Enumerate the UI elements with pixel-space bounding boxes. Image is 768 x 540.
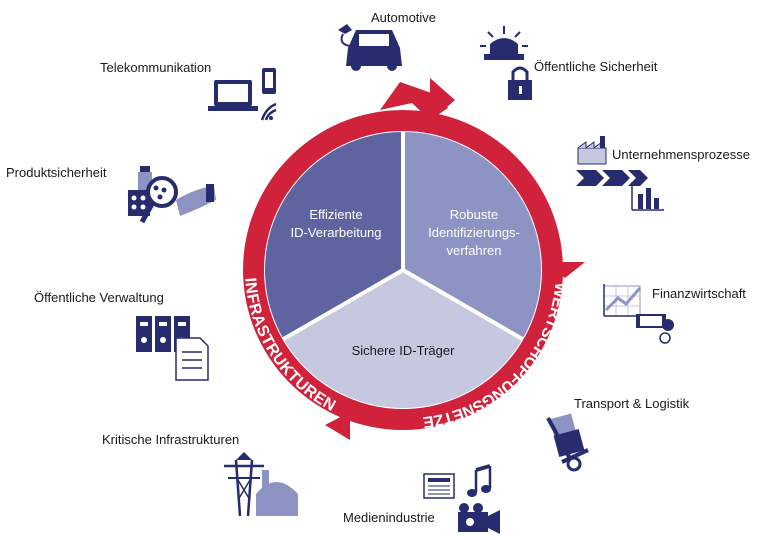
sector-right-line3: verfahren — [447, 243, 502, 258]
sector-divider-left — [282, 268, 405, 341]
media-icon — [423, 464, 500, 534]
sector-robuste-identifizierungsverfahren — [403, 132, 541, 339]
label-finanzwirtschaft: Finanzwirtschaft — [652, 286, 746, 301]
label-oeffentliche-sicherheit: Öffentliche Sicherheit — [534, 59, 658, 74]
sector-right-line1: Robuste — [450, 207, 498, 222]
label-medienindustrie: Medienindustrie — [343, 510, 435, 525]
car-icon — [338, 24, 402, 71]
label-kritische-infrastrukturen: Kritische Infrastrukturen — [102, 432, 240, 447]
sector-divider-right — [401, 268, 524, 341]
label-transport-logistik: Transport & Logistik — [574, 396, 690, 411]
label-automotive: Automotive — [371, 10, 437, 25]
label-telekommunikation: Telekommunikation — [100, 60, 212, 75]
sector-effiziente-id-verarbeitung — [265, 132, 403, 339]
finance-chart-icon — [603, 284, 674, 344]
label-produktsicherheit: Produktsicherheit — [6, 165, 107, 180]
sector-bottom-label: Sichere ID-Träger — [352, 343, 455, 358]
label-oeffentliche-verwaltung: Öffentliche Verwaltung — [34, 290, 164, 305]
power-plant-icon — [224, 452, 298, 517]
sector-sichere-id-traeger — [283, 270, 523, 408]
arrow-head-right — [545, 262, 585, 278]
sector-left-line2: ID-Verarbeitung — [290, 225, 381, 240]
factory-process-icon — [576, 136, 664, 211]
arrow-head-bottom — [325, 412, 350, 440]
laptop-phone-icon — [208, 68, 277, 121]
sector-left-line1: Effiziente — [309, 207, 362, 222]
label-unternehmensprozesse: Unternehmensprozesse — [612, 147, 751, 162]
arrow-head-top — [430, 78, 455, 122]
siren-lock-icon — [480, 26, 532, 100]
magnifier-hand-icon — [128, 166, 216, 224]
binders-document-icon — [136, 316, 209, 381]
sector-right-line2: Identifizierungs- — [428, 225, 520, 240]
hand-truck-icon — [546, 413, 589, 472]
